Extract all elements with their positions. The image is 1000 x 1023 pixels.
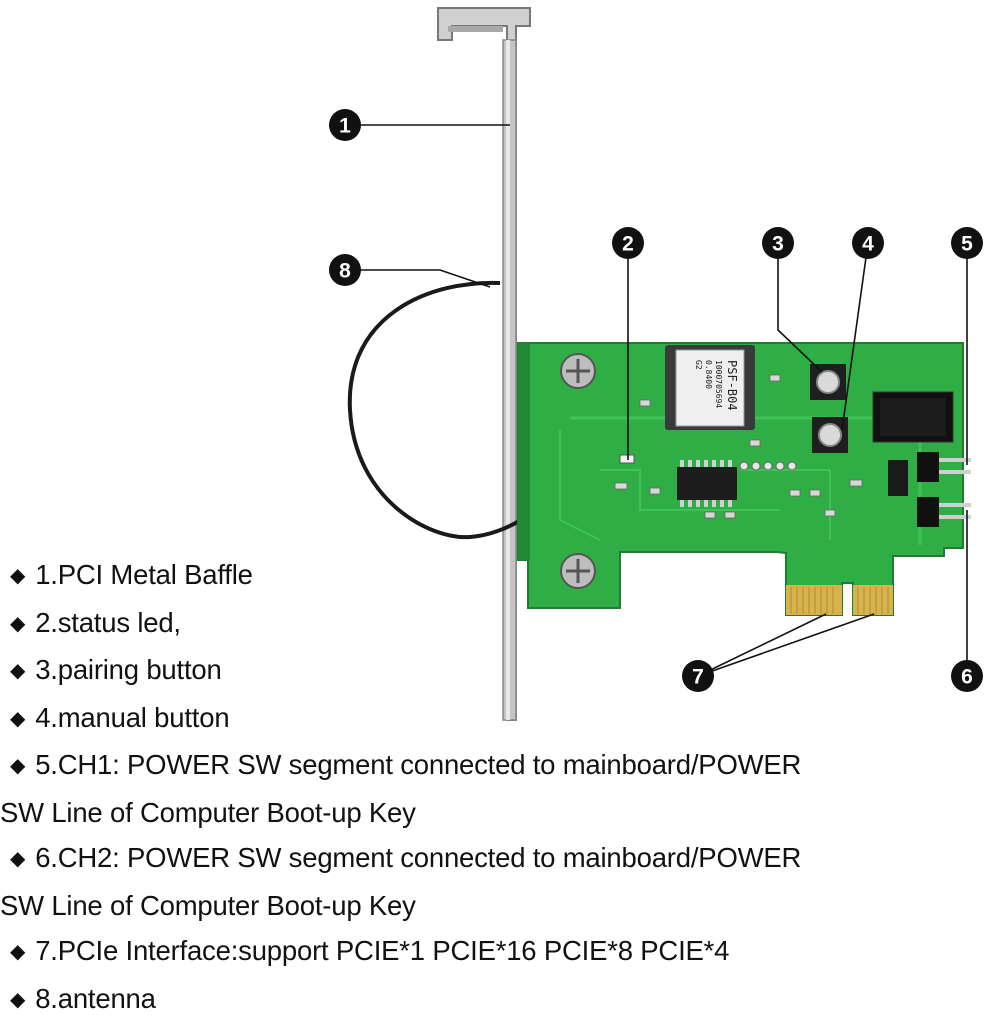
- description-item-5-cont: SW Line of Computer Boot-up Key: [0, 790, 1000, 836]
- diamond-bullet-icon: ◆: [10, 554, 25, 600]
- description-text: SW Line of Computer Boot-up Key: [0, 890, 416, 921]
- callout-5: 5: [951, 227, 983, 259]
- module-line-4: G2: [694, 360, 703, 370]
- diamond-bullet-icon: ◆: [10, 837, 25, 883]
- ic-chip: [677, 460, 737, 507]
- feature-description-list: ◆ 1.PCI Metal Baffle ◆ 2.status led, ◆ 3.pa…: [0, 552, 1000, 1023]
- module-line-3: 0.8400: [704, 360, 713, 389]
- callout-8: 8: [329, 254, 361, 286]
- svg-text:2: 2: [622, 233, 634, 256]
- svg-text:5: 5: [961, 233, 973, 256]
- callout-4: 4: [852, 227, 884, 259]
- module-line-2: 1000705694: [714, 360, 723, 408]
- description-text: 4.manual button: [35, 702, 229, 733]
- description-item-2: ◆ 2.status led,: [0, 600, 1000, 648]
- wifi-module: PSF-B04 1000705694 0.8400 G2: [665, 345, 755, 430]
- svg-text:8: 8: [339, 260, 351, 283]
- description-item-6-cont: SW Line of Computer Boot-up Key: [0, 883, 1000, 929]
- status-led: [620, 455, 634, 463]
- description-text: 3.pairing button: [35, 654, 221, 685]
- svg-text:1: 1: [339, 115, 351, 138]
- diamond-bullet-icon: ◆: [10, 744, 25, 790]
- description-text: 8.antenna: [35, 983, 156, 1014]
- description-item-5: ◆ 5.CH1: POWER SW segment connected to ma…: [0, 742, 1000, 790]
- description-item-4: ◆ 4.manual button: [0, 695, 1000, 743]
- screw-top: [561, 354, 595, 388]
- transistor: [888, 460, 908, 496]
- description-item-7: ◆ 7.PCIe Interface:support PCIE*1 PCIE*16…: [0, 928, 1000, 976]
- description-text: 2.status led,: [35, 607, 181, 638]
- description-item-6: ◆ 6.CH2: POWER SW segment connected to ma…: [0, 835, 1000, 883]
- description-text: SW Line of Computer Boot-up Key: [0, 797, 416, 828]
- callout-1: 1: [329, 109, 361, 141]
- module-line-1: PSF-B04: [725, 360, 739, 411]
- description-text: 7.PCIe Interface:support PCIE*1 PCIE*16 …: [35, 935, 729, 966]
- description-text: 5.CH1: POWER SW segment connected to mai…: [35, 749, 801, 780]
- pairing-button: [810, 364, 846, 400]
- svg-text:3: 3: [772, 233, 784, 256]
- diamond-bullet-icon: ◆: [10, 930, 25, 976]
- description-item-8: ◆ 8.antenna: [0, 976, 1000, 1023]
- description-item-3: ◆ 3.pairing button: [0, 647, 1000, 695]
- diamond-bullet-icon: ◆: [10, 978, 25, 1023]
- callout-2: 2: [612, 227, 644, 259]
- description-text: 6.CH2: POWER SW segment connected to mai…: [35, 842, 801, 873]
- callout-3: 3: [762, 227, 794, 259]
- svg-text:4: 4: [862, 233, 874, 256]
- description-item-1: ◆ 1.PCI Metal Baffle: [0, 552, 1000, 600]
- diamond-bullet-icon: ◆: [10, 602, 25, 648]
- diamond-bullet-icon: ◆: [10, 649, 25, 695]
- diamond-bullet-icon: ◆: [10, 697, 25, 743]
- description-text: 1.PCI Metal Baffle: [35, 559, 253, 590]
